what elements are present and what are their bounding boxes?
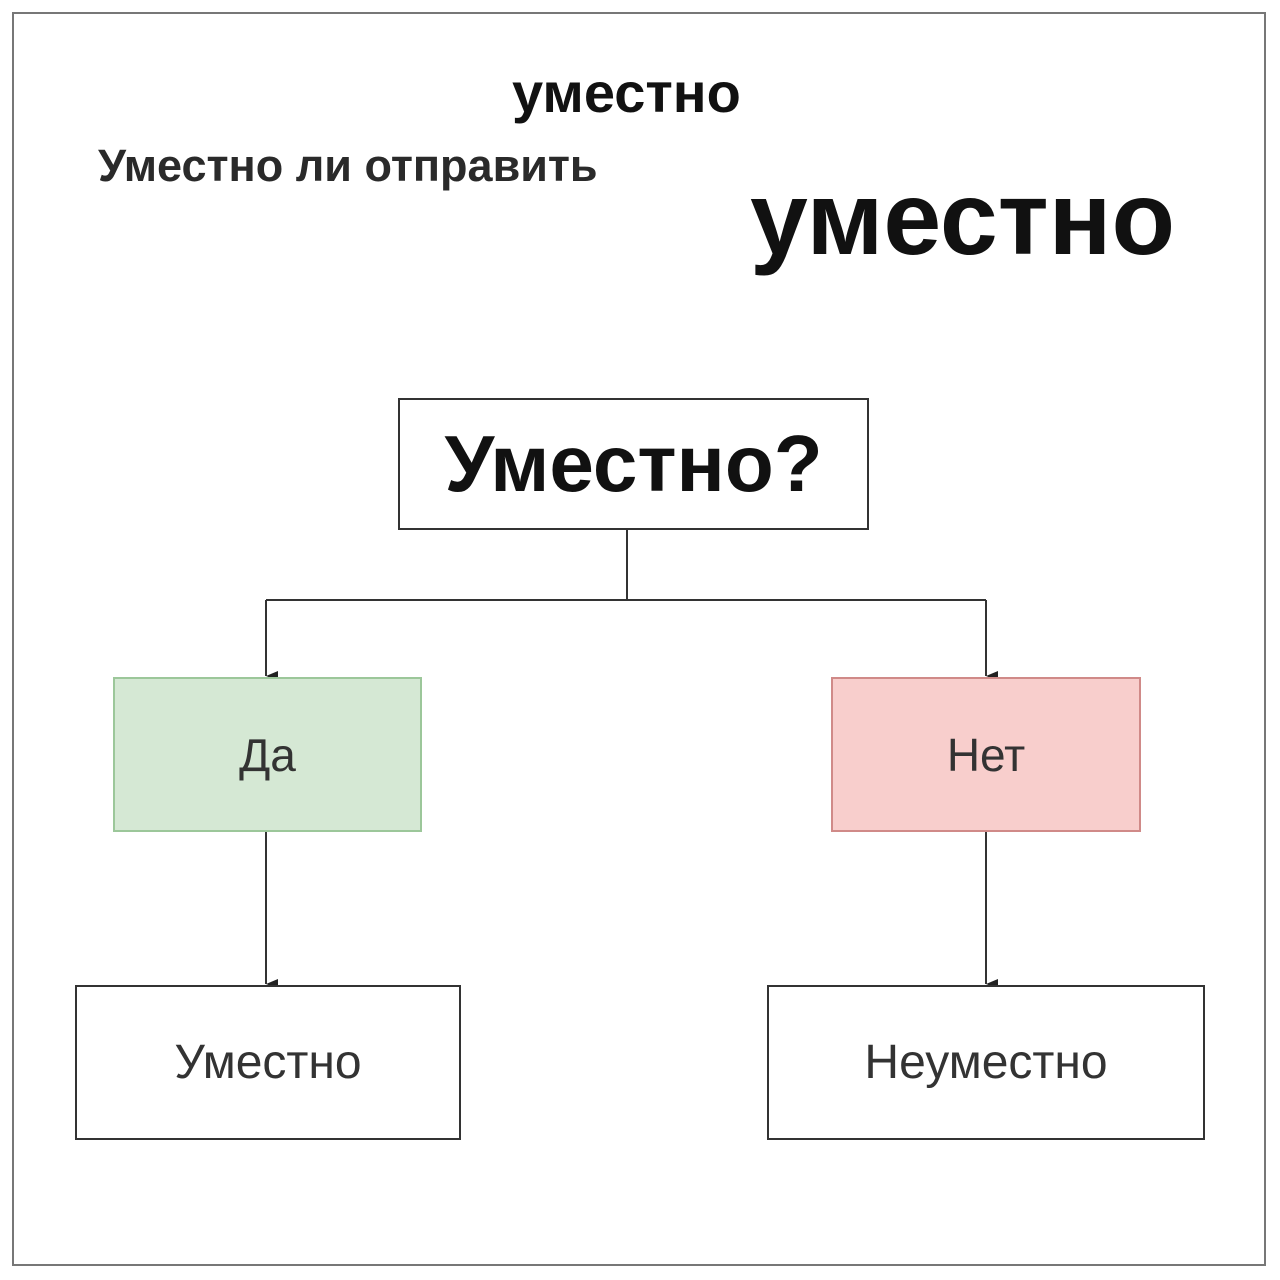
caption-top: уместно xyxy=(512,61,741,124)
yes-result-box: Уместно xyxy=(75,985,461,1140)
no-result-box: Неуместно xyxy=(767,985,1205,1140)
no-label: Нет xyxy=(946,728,1026,781)
caption-big: уместно xyxy=(750,161,1175,277)
yes-label: Да xyxy=(239,728,296,781)
no-result-label: Неуместно xyxy=(864,1036,1108,1089)
caption-question: Уместно ли отправить xyxy=(98,140,598,191)
yes-box: Да xyxy=(113,677,422,832)
yes-result-label: Уместно xyxy=(174,1036,362,1089)
root-question-box: Уместно? xyxy=(398,398,869,530)
image-frame xyxy=(12,12,1266,1266)
no-box: Нет xyxy=(831,677,1141,832)
root-question-label: Уместно? xyxy=(444,419,823,508)
